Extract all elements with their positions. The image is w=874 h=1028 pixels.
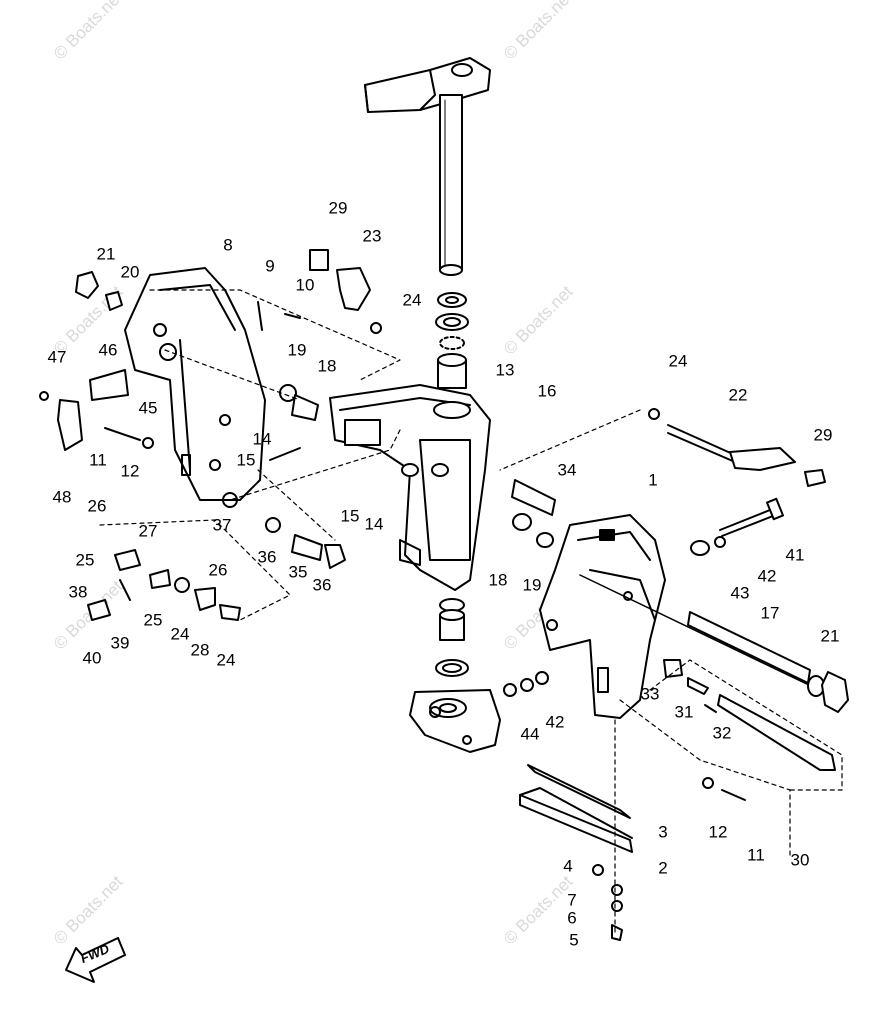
callout-42: 42: [545, 712, 565, 732]
callout-34: 34: [557, 460, 577, 480]
callout-8: 8: [223, 235, 233, 255]
callout-37: 37: [212, 515, 232, 535]
callout-14: 14: [364, 514, 384, 534]
callout-25: 25: [75, 550, 95, 570]
callout-42: 42: [757, 566, 777, 586]
callout-31: 31: [674, 702, 694, 722]
callout-13: 13: [495, 360, 515, 380]
callout-6: 6: [567, 908, 577, 928]
callout-26: 26: [208, 560, 228, 580]
callout-38: 38: [68, 582, 88, 602]
callout-10: 10: [295, 275, 315, 295]
callout-28: 28: [190, 640, 210, 660]
shaft-washers: [435, 292, 469, 389]
callout-11: 11: [747, 845, 765, 865]
callout-43: 43: [730, 583, 750, 603]
callout-24: 24: [668, 351, 688, 371]
callout-23: 23: [362, 226, 382, 246]
callout-35: 35: [288, 562, 308, 582]
callout-19: 19: [287, 340, 307, 360]
trim-rod-22: [648, 408, 826, 487]
callout-11: 11: [89, 450, 107, 470]
callout-15: 15: [340, 506, 360, 526]
callout-21: 21: [96, 244, 116, 264]
callout-2: 2: [658, 858, 668, 878]
callout-29: 29: [813, 425, 833, 445]
callout-45: 45: [138, 398, 158, 418]
callout-20: 20: [120, 262, 140, 282]
callout-41: 41: [785, 545, 805, 565]
through-tube: [579, 574, 849, 713]
callout-7: 7: [567, 890, 577, 910]
callout-36: 36: [257, 547, 277, 567]
callout-22: 22: [728, 385, 748, 405]
callout-32: 32: [712, 723, 732, 743]
callout-25: 25: [143, 610, 163, 630]
callout-47: 47: [47, 347, 67, 367]
callout-19: 19: [522, 575, 542, 595]
bottom-left-linkage: [87, 549, 241, 621]
callout-5: 5: [569, 930, 579, 950]
callout-21: 21: [820, 626, 840, 646]
tilt-stopper-23: [309, 249, 382, 334]
bolt-41-washer-43: [690, 497, 785, 556]
bottom-plates: [519, 764, 633, 941]
callout-48: 48: [52, 487, 72, 507]
right-clamp-bracket: [539, 514, 666, 719]
swivel-bracket: [329, 384, 491, 591]
right-side-small-parts: [503, 479, 836, 801]
callout-17: 17: [760, 603, 780, 623]
left-clamp-bracket: [124, 267, 266, 501]
callout-33: 33: [640, 684, 660, 704]
callout-15: 15: [236, 450, 256, 470]
callout-44: 44: [520, 724, 540, 744]
callout-24: 24: [402, 290, 422, 310]
callout-30: 30: [790, 850, 810, 870]
steering-shaft-assembly: [364, 57, 491, 276]
callout-1: 1: [648, 470, 658, 490]
callout-18: 18: [317, 356, 337, 376]
callout-24: 24: [216, 650, 236, 670]
callout-40: 40: [82, 648, 102, 668]
callout-29: 29: [328, 198, 348, 218]
callout-3: 3: [658, 822, 668, 842]
callout-14: 14: [252, 429, 272, 449]
callout-26: 26: [87, 496, 107, 516]
lower-shaft-parts: [409, 598, 501, 753]
callout-46: 46: [98, 340, 118, 360]
assembly-lines: [99, 289, 843, 936]
callout-24: 24: [170, 624, 190, 644]
callout-9: 9: [265, 256, 275, 276]
callout-36: 36: [312, 575, 332, 595]
callout-12: 12: [120, 461, 140, 481]
callout-12: 12: [708, 822, 728, 842]
callout-16: 16: [537, 381, 557, 401]
callout-27: 27: [138, 521, 158, 541]
fwd-arrow: [65, 937, 126, 983]
callout-18: 18: [488, 570, 508, 590]
callout-4: 4: [563, 856, 573, 876]
callout-39: 39: [110, 633, 130, 653]
left-side-small-parts: [39, 271, 346, 569]
